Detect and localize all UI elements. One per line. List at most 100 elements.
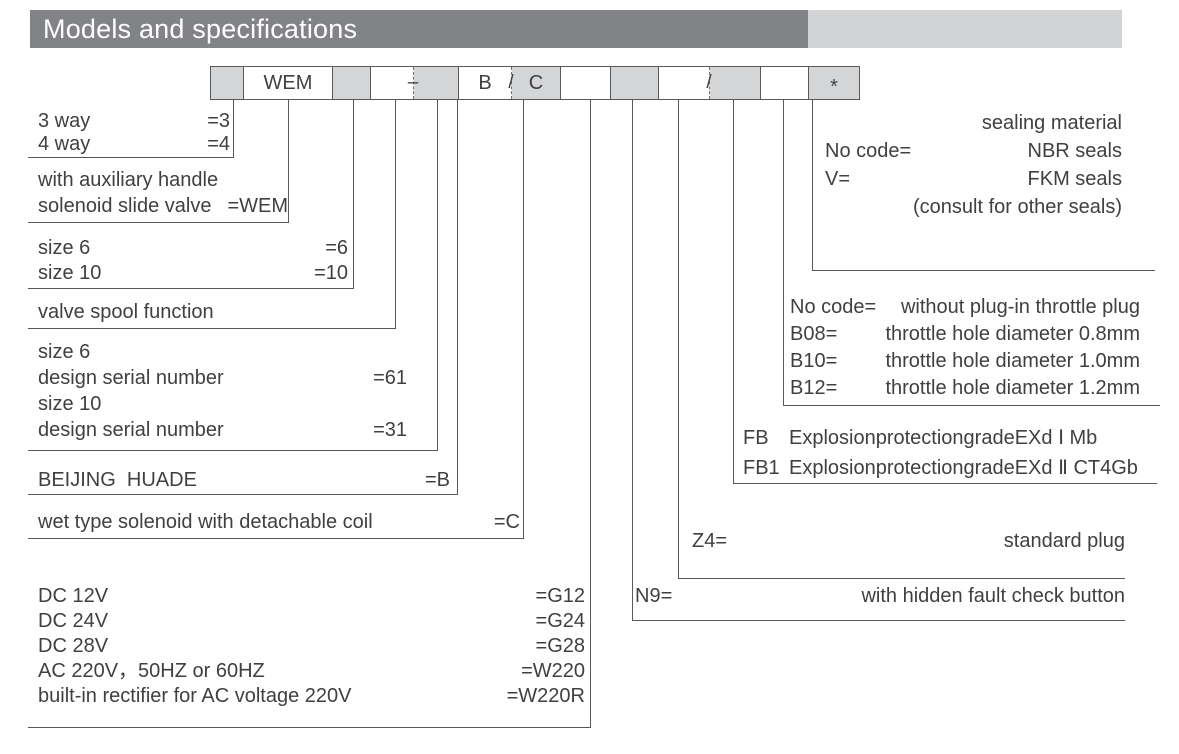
spec-row: design serial number=61	[38, 365, 407, 391]
spec-row: Z4=standard plug	[692, 527, 1125, 555]
spec-label: throttle hole diameter 1.2mm	[885, 377, 1140, 399]
spec-row: built-in rectifier for AC voltage 220V=W…	[38, 684, 585, 709]
code-cell-dash-gray-half	[414, 67, 458, 99]
section-voltage: DC 12V=G12 DC 24V=G24 DC 28V=G28 AC 220V…	[38, 584, 585, 709]
section-plug: Z4=standard plug	[692, 527, 1125, 555]
connector-seal-vline	[812, 100, 813, 270]
connector-size-hline	[28, 288, 354, 289]
spec-code: =31	[373, 419, 407, 441]
connector-plug-hline	[678, 578, 1125, 579]
section-seal: sealing material No code=NBR seals V= FKM…	[825, 109, 1122, 221]
spec-label: without plug-in throttle plug	[900, 296, 1140, 318]
connector-seal-hline	[812, 270, 1155, 271]
code-cell-1	[210, 66, 244, 100]
code-cell-wem-text: WEM	[263, 71, 313, 94]
spec-row: DC 12V =G12	[38, 584, 585, 609]
spec-row: sealing material	[825, 109, 1122, 137]
star-glyph: *	[830, 76, 838, 98]
spec-row: No code=NBR seals	[825, 137, 1122, 165]
spec-label: AC 220V，50HZ or 60HZ	[38, 660, 265, 682]
spec-row: solenoid slide valve=WEM	[38, 193, 288, 219]
spec-label: standard plug	[1003, 530, 1125, 552]
connector-fault-vline	[632, 100, 633, 620]
spec-label: 4 way	[38, 133, 91, 155]
spec-row: BEIJING HUADE =B	[38, 467, 450, 493]
spec-code: =G24	[535, 610, 585, 632]
dashed-divider	[709, 67, 710, 99]
spec-row: (consult for other seals)	[825, 193, 1122, 221]
spec-code: N9=	[635, 585, 673, 607]
spec-row: with auxiliary handle	[38, 167, 288, 193]
spec-row: size 6 =6	[38, 236, 348, 261]
spec-row: wet type solenoid with detachable coil=C	[38, 509, 520, 535]
code-cell-slash2-white-half	[659, 67, 709, 99]
spec-row: size 10	[38, 391, 407, 417]
spec-code: V=	[825, 168, 851, 190]
connector-explosion-hline	[733, 483, 1157, 484]
spec-label: BEIJING HUADE	[38, 469, 197, 491]
spec-row: AC 220V，50HZ or 60HZ =W220	[38, 659, 585, 684]
spec-label: FKM seals	[1027, 168, 1122, 190]
code-cell-dash-white-half	[371, 67, 413, 99]
connector-voltage-hline	[28, 727, 591, 728]
section-explosion: FB ExplosionprotectiongradeEXd Ⅰ Mb FB1 Ex…	[743, 423, 1158, 483]
connector-fault-hline	[632, 620, 1125, 621]
spec-row: 4 way =4	[38, 133, 230, 156]
spec-code: =B	[424, 469, 450, 491]
code-cell-slash2: /	[658, 66, 761, 100]
code-cell-6	[560, 66, 611, 100]
spec-code: =61	[373, 367, 407, 389]
code-cell-3	[332, 66, 371, 100]
spec-label: DC 28V	[38, 635, 109, 657]
spec-label: ExplosionprotectiongradeEXd Ⅰ Mb	[789, 427, 1098, 449]
spec-label: size 10	[38, 262, 102, 284]
connector-voltage-vline	[590, 100, 591, 727]
spec-code: FB1	[743, 457, 780, 479]
connector-plug-vline	[678, 100, 679, 578]
code-cell-slash2-gray-half	[710, 67, 760, 99]
connector-design-hline	[28, 450, 438, 451]
spec-row: design serial number =31	[38, 417, 407, 443]
slash-glyph: /	[508, 72, 514, 93]
section-design: size 6 design serial number=61 size 10 d…	[38, 339, 407, 443]
spec-label: size 10	[38, 393, 102, 415]
spec-row: valve spool function	[38, 299, 388, 325]
connector-spool-vline	[395, 100, 396, 328]
code-cell-b: B	[459, 67, 511, 99]
code-cell-bc: B C /	[458, 66, 561, 100]
section-spool: valve spool function	[38, 299, 388, 325]
section-brand: BEIJING HUADE =B	[38, 467, 450, 493]
spec-row: size 10=10	[38, 261, 348, 286]
spec-code: =G12	[535, 585, 585, 607]
spec-label: valve spool function	[38, 301, 214, 323]
section-ways: 3 way=3 4 way=4	[38, 110, 230, 156]
spec-row: B08=throttle hole diameter 0.8mm	[790, 321, 1140, 348]
code-b-text: B	[478, 71, 492, 94]
spec-label: DC 12V	[38, 585, 109, 607]
section-coil: wet type solenoid with detachable coil=C	[38, 509, 520, 535]
spec-label: size 6	[38, 237, 91, 259]
spec-label: built-in rectifier for AC voltage 220V	[38, 685, 352, 707]
spec-code: No code=	[790, 296, 877, 318]
spec-code: FB	[743, 427, 769, 449]
spec-row: B10=throttle hole diameter 1.0mm	[790, 348, 1140, 375]
spec-label: throttle hole diameter 0.8mm	[885, 323, 1140, 345]
spec-row: No code= without plug-in throttle plug	[790, 294, 1140, 321]
header-bar-light-extension	[808, 10, 1122, 48]
spec-code: =W220	[521, 660, 585, 682]
code-cell-star: *	[808, 66, 860, 100]
spec-row: FB ExplosionprotectiongradeEXd Ⅰ Mb	[743, 423, 1158, 453]
section-wem: with auxiliary handle solenoid slide val…	[38, 167, 288, 219]
connector-size-vline	[353, 100, 354, 288]
spec-label: design serial number	[38, 419, 224, 441]
page-title: Models and specifications	[43, 13, 358, 44]
spec-label: (consult for other seals)	[913, 196, 1122, 218]
section-header-bar: Models and specifications	[30, 10, 808, 48]
code-cell-wem: WEM	[243, 66, 333, 100]
spec-row: V= FKM seals	[825, 165, 1122, 193]
spec-code: =4	[207, 133, 230, 155]
spec-code: =6	[325, 237, 348, 259]
spec-code: =C	[493, 511, 520, 533]
connector-ways-vline	[233, 100, 234, 157]
code-cell-7	[610, 66, 659, 100]
